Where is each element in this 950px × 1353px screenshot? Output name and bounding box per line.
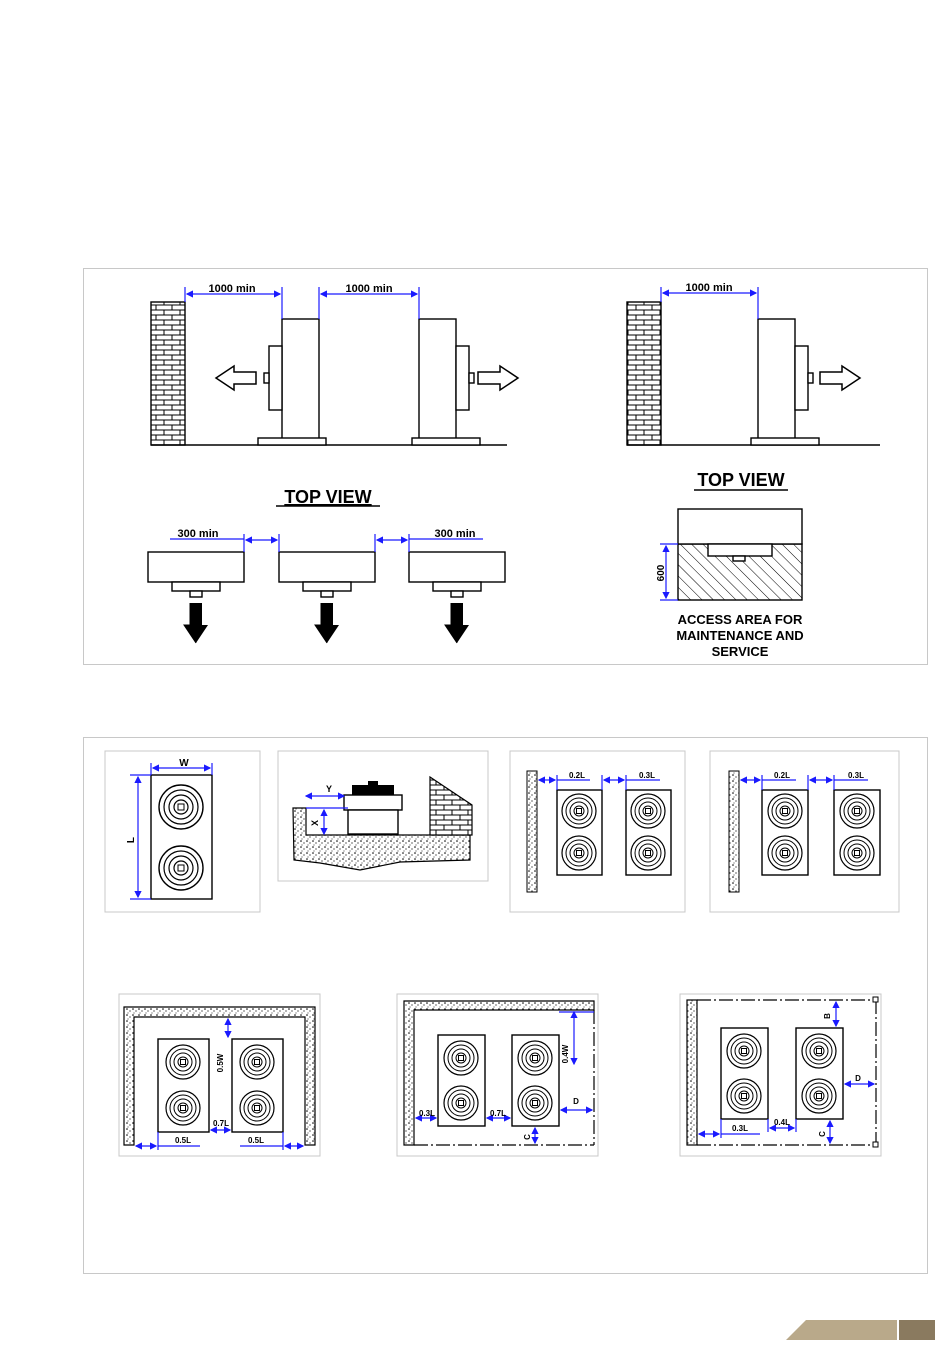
footer-bar bbox=[786, 1320, 935, 1340]
installation-layout-panel bbox=[83, 737, 928, 1274]
clearance-panel bbox=[83, 268, 928, 665]
